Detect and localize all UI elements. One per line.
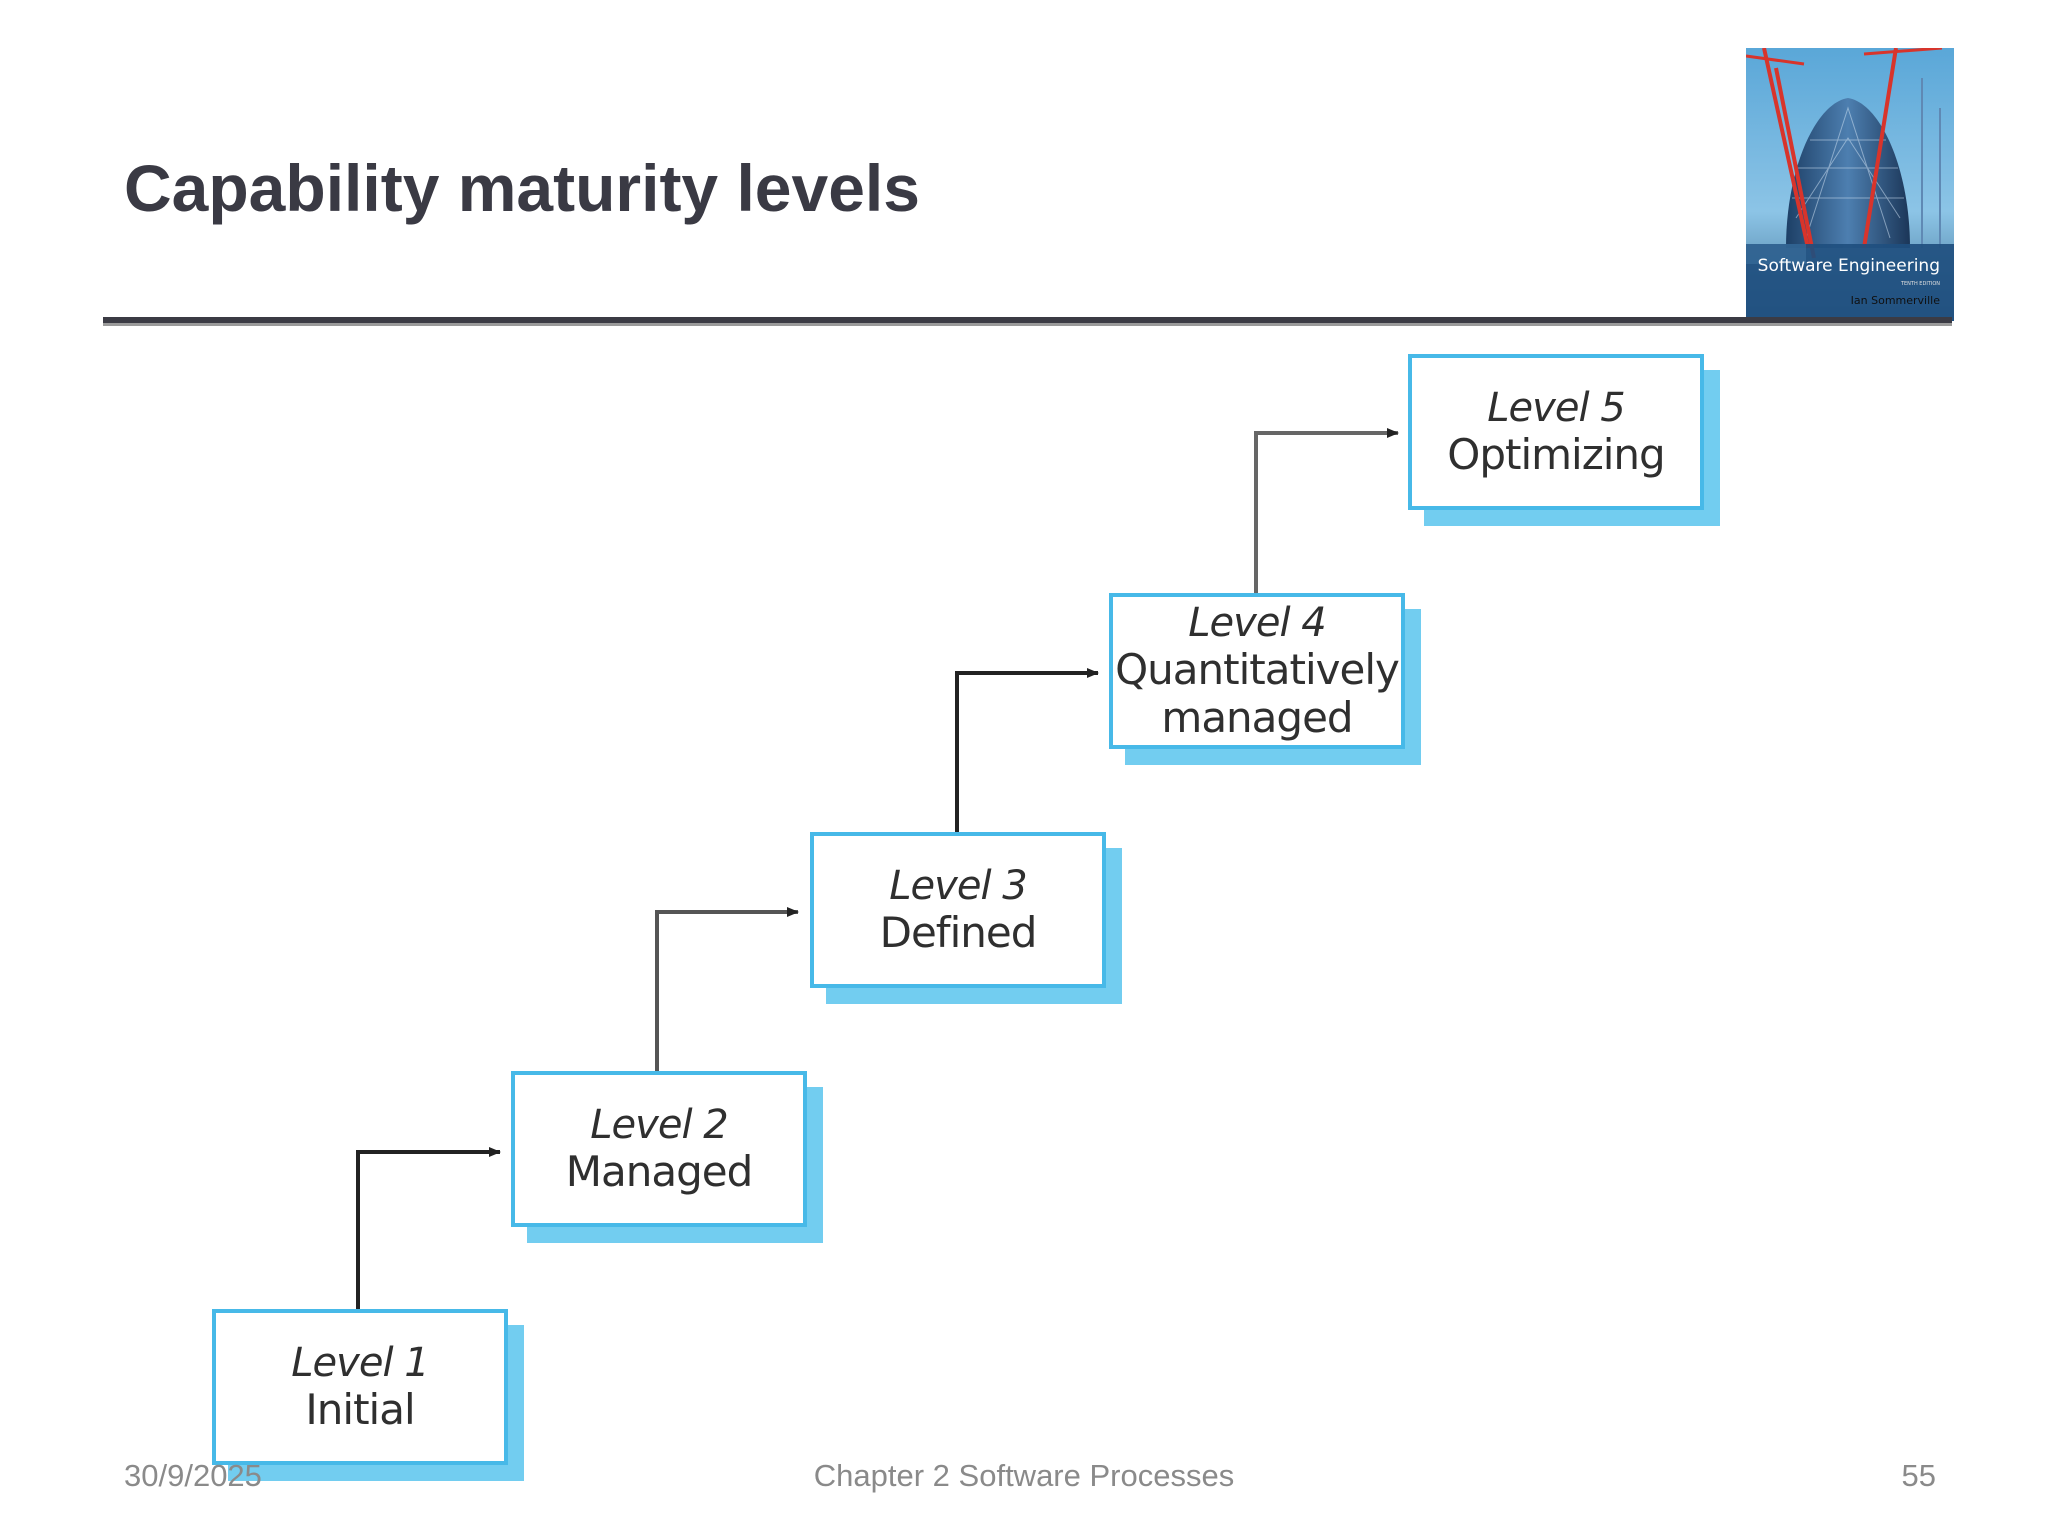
level-5-name: Optimizing: [1447, 430, 1665, 479]
arrow-level3-to-level4: [955, 668, 1099, 834]
arrow-level4-to-level5: [1254, 428, 1399, 594]
cover-edition: TENTH EDITION: [1900, 281, 1940, 287]
title-divider: [103, 317, 1952, 323]
level-5-box: Level 5 Optimizing: [1408, 354, 1704, 510]
arrow-level1-to-level2: [356, 1147, 501, 1310]
level-3-number: Level 3: [889, 863, 1027, 909]
level-5-number: Level 5: [1487, 385, 1625, 431]
level-1-name: Initial: [305, 1385, 415, 1434]
level-4-box: Level 4 Quantitatively managed: [1109, 593, 1405, 749]
level-1-number: Level 1: [291, 1340, 429, 1386]
level-4-name-line1: Quantitatively: [1115, 645, 1400, 694]
footer-date: 30/9/2025: [124, 1458, 262, 1493]
book-cover-art: [1746, 48, 1954, 321]
cover-author: Ian Sommerville: [1850, 294, 1940, 307]
footer-chapter: Chapter 2 Software Processes: [813, 1458, 1235, 1493]
book-cover-image: Software Engineering TENTH EDITION Ian S…: [1746, 48, 1954, 321]
footer-page-number: 55: [1901, 1458, 1936, 1493]
level-2-number: Level 2: [590, 1102, 728, 1148]
level-3-box: Level 3 Defined: [810, 832, 1106, 988]
level-4-number: Level 4: [1188, 600, 1326, 646]
cover-title: Software Engineering: [1757, 256, 1940, 276]
level-1-box: Level 1 Initial: [212, 1309, 508, 1465]
slide-title: Capability maturity levels: [124, 151, 920, 225]
level-2-box: Level 2 Managed: [511, 1071, 807, 1227]
arrow-level2-to-level3: [655, 907, 799, 1072]
level-3-name: Defined: [879, 908, 1038, 957]
level-4-name-line2: managed: [1161, 693, 1353, 742]
level-2-name: Managed: [565, 1147, 753, 1196]
